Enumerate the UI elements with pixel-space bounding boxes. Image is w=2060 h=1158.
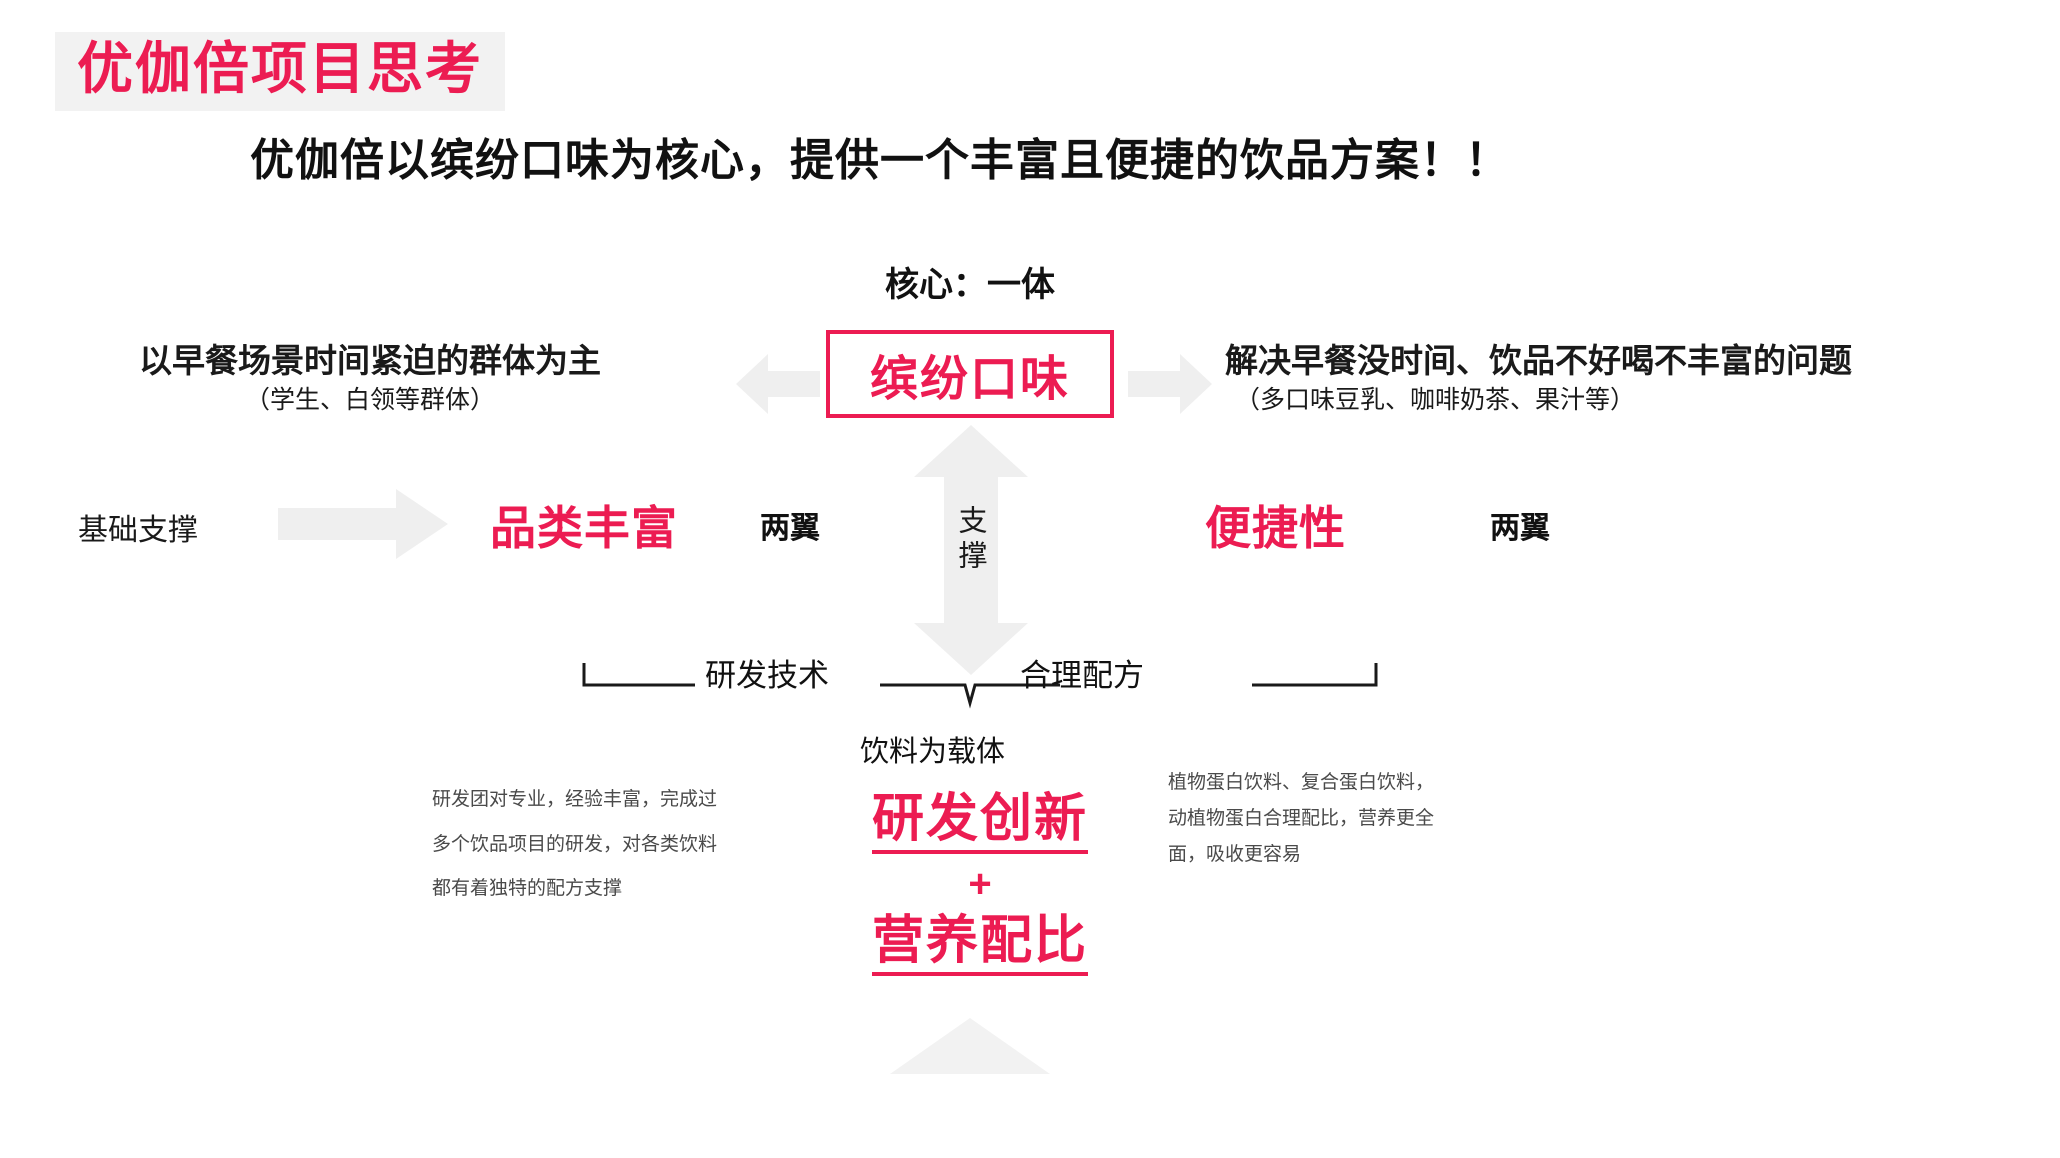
core-concept-box: 缤纷口味: [826, 330, 1114, 418]
left-audience-line2: （学生、白领等群体）: [244, 386, 495, 415]
right-benefit-line2: （多口味豆乳、咖啡奶茶、果汁等）: [1235, 386, 1636, 415]
page-title: 优伽倍项目思考: [77, 37, 483, 100]
right-benefit-line1: 解决早餐没时间、饮品不好喝不丰富的问题: [1225, 342, 1852, 379]
right-wing-note: 两翼: [1490, 512, 1550, 545]
left-paragraph: 研发团对专业，经验丰富，完成过 多个饮品项目的研发，对各类饮料 都有着独特的配方…: [432, 778, 717, 912]
bracket-group: 研发技术 合理配方: [580, 655, 1380, 715]
left-paragraph-line: 研发团对专业，经验丰富，完成过: [432, 789, 718, 810]
left-audience-block: 以早餐场景时间紧迫的群体为主 （学生、白领等群体）: [0, 340, 740, 418]
page-subtitle: 优伽倍以缤纷口味为核心，提供一个丰富且便捷的饮品方案！！: [250, 136, 1510, 185]
right-paragraph: 植物蛋白饮料、复合蛋白饮料， 动植物蛋白合理配比，营养更全 面，吸收更容易: [1168, 765, 1434, 873]
base-support-label: 基础支撑: [78, 514, 198, 547]
bracket-label-formula: 合理配方: [1020, 658, 1144, 693]
page-title-band: 优伽倍项目思考: [55, 32, 505, 111]
left-wing-note: 两翼: [760, 512, 820, 545]
right-benefit-block: 解决早餐没时间、饮品不好喝不丰富的问题 （多口味豆乳、咖啡奶茶、果汁等）: [1225, 340, 1985, 418]
right-paragraph-line: 动植物蛋白合理配比，营养更全: [1168, 808, 1435, 830]
arrow-left-icon: [736, 352, 820, 416]
left-wing-label: 品类丰富: [490, 502, 678, 554]
right-wing-label: 便捷性: [1205, 502, 1346, 554]
core-concept-text: 缤纷口味: [869, 353, 1070, 406]
center-highlight-block: 研发创新 + 营养配比: [800, 790, 1160, 977]
arrow-right-icon: [278, 488, 448, 560]
center-highlight-bottom: 营养配比: [871, 912, 1088, 977]
arrow-down-icon: [898, 425, 1044, 675]
left-paragraph-line: 多个饮品项目的研发，对各类饮料: [432, 833, 718, 855]
bracket-icon: [582, 663, 1378, 709]
right-paragraph-line: 植物蛋白饮料、复合蛋白饮料，: [1168, 772, 1435, 793]
arrow-right-icon: [1128, 352, 1212, 416]
right-paragraph-line: 面，吸收更容易: [1168, 844, 1302, 866]
vertical-support-label: 支撑: [954, 505, 986, 575]
center-highlight-top: 研发创新: [871, 790, 1088, 855]
bracket-label-rd-tech: 研发技术: [705, 658, 829, 693]
center-highlight-plus: +: [968, 862, 992, 907]
carrier-label: 饮料为载体: [860, 736, 1006, 768]
arrow-up-icon: [890, 1018, 1050, 1078]
core-label: 核心：一体: [885, 266, 1055, 304]
left-paragraph-line: 都有着独特的配方支撑: [432, 878, 623, 900]
left-audience-line1: 以早餐场景时间紧迫的群体为主: [139, 342, 601, 379]
